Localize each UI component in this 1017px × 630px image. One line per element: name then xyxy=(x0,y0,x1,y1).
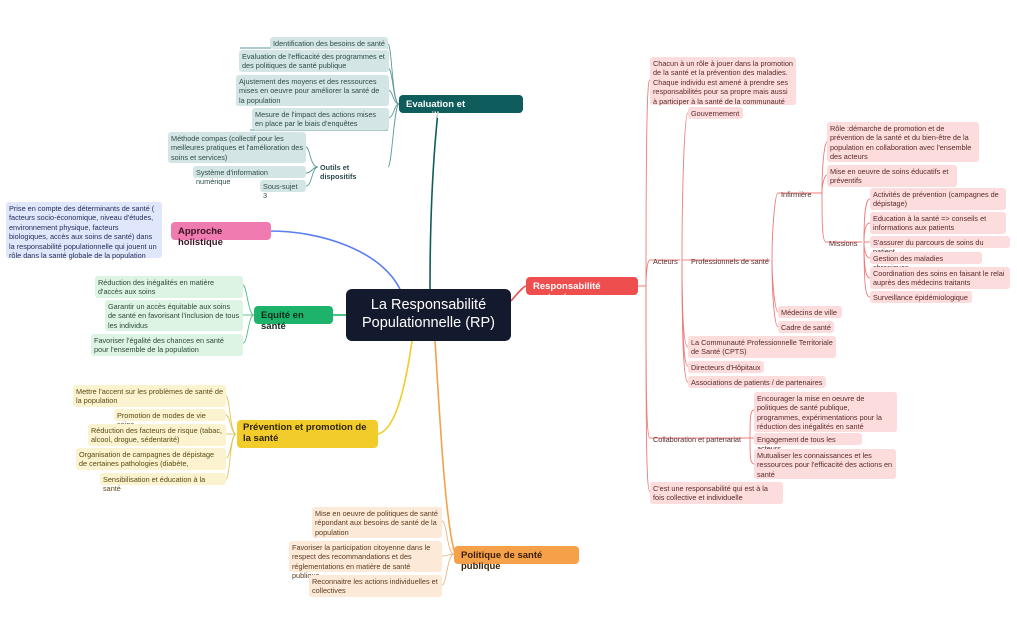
equite-item-inegalites[interactable]: Réduction des inégalités en matière d'ac… xyxy=(95,276,243,298)
collab-item-mutualiser[interactable]: Mutualiser les connaissances et les ress… xyxy=(754,449,896,479)
link-prevention xyxy=(377,340,413,435)
collab-item-engagement[interactable]: Engagement de tous les acteurs xyxy=(754,433,862,453)
link-politique xyxy=(434,340,456,555)
pro-cadre[interactable]: Cadre de santé xyxy=(778,321,834,333)
acteur-pro-sante[interactable]: Professionnels de santé xyxy=(691,257,769,266)
politique-item-mise[interactable]: Mise en oeuvre de politiques de santé ré… xyxy=(312,507,442,538)
link-responsabilite xyxy=(510,285,527,302)
eval-item-ajustement[interactable]: Ajustement des moyens et des ressources … xyxy=(236,75,389,106)
mission-chroniques[interactable]: Gestion des maladies chroniques xyxy=(870,252,982,272)
outil-compas[interactable]: Méthode compas (collectif pour les meill… xyxy=(168,132,306,163)
mission-surveillance[interactable]: Surveillance épidémiologique xyxy=(870,291,972,303)
mission-parcours[interactable]: S'assurer du parcours de soins du patien… xyxy=(870,236,1010,256)
acteur-associations[interactable]: Associations de patients / de partenaire… xyxy=(688,376,826,388)
branch-equite[interactable]: Equité en santé xyxy=(254,306,333,332)
branch-politique[interactable]: Politique de santé publique xyxy=(454,546,579,572)
link-evaluation xyxy=(429,111,439,290)
prevention-item-modes[interactable]: Promotion de modes de vie sains xyxy=(114,409,226,429)
eval-item-mesure[interactable]: Mesure de l'impact des actions mises en … xyxy=(252,108,389,130)
infirmiere-missions[interactable]: Missions xyxy=(829,239,858,248)
eval-outils-label[interactable]: Outils et dispositifs xyxy=(320,163,357,182)
infirmiere-education[interactable]: Mise en oeuvre de soins éducatifs et pré… xyxy=(827,165,957,187)
approche-text[interactable]: Prise en compte des déterminants de sant… xyxy=(6,202,162,260)
mission-education[interactable]: Education à la santé => conseils et info… xyxy=(870,212,1006,234)
resp-conclusion[interactable]: C'est une responsabilité qui est à la fo… xyxy=(650,482,783,504)
politique-item-participation[interactable]: Favoriser la participation citoyenne dan… xyxy=(289,541,442,580)
prevention-item-depistage[interactable]: Organisation de campagnes de dépistage d… xyxy=(76,448,226,470)
acteur-gouvernement[interactable]: Gouvernement xyxy=(688,107,743,119)
mission-coordination[interactable]: Coordination des soins en faisant le rel… xyxy=(870,267,1010,289)
equite-item-acces[interactable]: Garantir un accès équitable aux soins de… xyxy=(105,300,243,331)
pro-infirmiere[interactable]: Infirmière xyxy=(781,190,812,199)
branch-responsabilite[interactable]: Responsabilité partagée xyxy=(526,277,638,303)
prevention-item-risques[interactable]: Réduction des facteurs de risque (tabac,… xyxy=(88,424,226,446)
acteur-directeurs[interactable]: Directeurs d'Hôpitaux xyxy=(688,361,764,373)
equite-item-egalite[interactable]: Favoriser l'égalité des chances en santé… xyxy=(91,334,243,356)
resp-collaboration[interactable]: Collaboration et partenariat xyxy=(653,435,742,444)
infirmiere-role[interactable]: Rôle :démarche de promotion et de préven… xyxy=(827,122,979,162)
acteur-cpts[interactable]: La Communauté Professionnelle Territoria… xyxy=(688,336,836,358)
pro-medecins[interactable]: Médecins de ville xyxy=(778,306,842,318)
prevention-item-sensibilisation[interactable]: Sensibilisation et éducation à la santé xyxy=(100,473,226,493)
outil-systeme-info[interactable]: Système d'information numérique xyxy=(193,166,306,186)
eval-item-efficacite[interactable]: Evaluation de l'efficacité des programme… xyxy=(239,50,389,72)
outil-sous-sujet[interactable]: Sous-sujet 3 xyxy=(260,180,306,200)
mission-prevention[interactable]: Activités de prévention (campagnes de dé… xyxy=(870,188,1006,210)
resp-intro[interactable]: Chacun à un rôle à jouer dans la promoti… xyxy=(650,57,796,106)
prevention-item-problemes[interactable]: Mettre l'accent sur les problèmes de san… xyxy=(73,385,226,407)
link-approche xyxy=(269,230,401,290)
resp-acteurs[interactable]: Acteurs xyxy=(653,257,678,266)
branch-approche[interactable]: Approche holistique xyxy=(171,222,271,248)
branch-evaluation[interactable]: Evaluation et surveillance xyxy=(399,95,523,121)
branch-prevention[interactable]: Prévention et promotion de la santé xyxy=(237,420,378,448)
collab-item-encourager[interactable]: Encourager la mise en oeuvre de politiqu… xyxy=(754,392,897,432)
politique-item-actions[interactable]: Reconnaitre les actions individuelles et… xyxy=(309,575,442,597)
eval-item-besoins[interactable]: Identification des besoins de santé xyxy=(270,37,388,49)
central-topic[interactable]: La Responsabilité Populationnelle (RP) xyxy=(346,289,511,341)
